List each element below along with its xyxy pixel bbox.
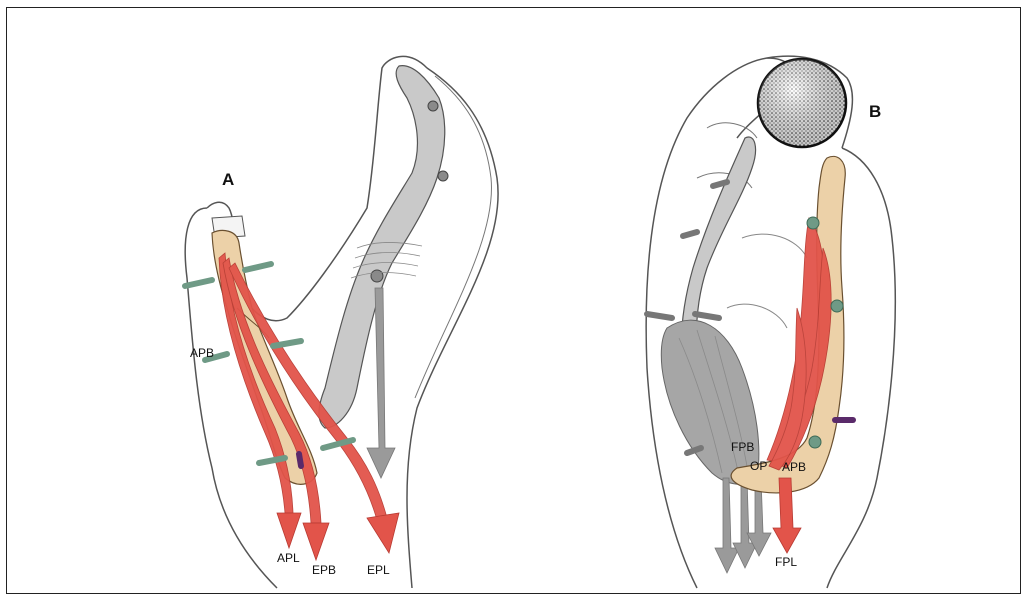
panel-b-apb-label: APB	[782, 460, 806, 474]
panel-a-apl-label: APL	[277, 551, 300, 565]
panel-b-op-label: OP	[750, 459, 767, 473]
panel-a-apb-label: APB	[190, 346, 214, 360]
panel-a-epl-label: EPL	[367, 563, 390, 577]
figure-frame: A B APB APL EPB EPL FPB OP APB FPL	[6, 7, 1021, 594]
panel-a-purple-pin	[299, 454, 301, 466]
anatomy-illustration	[7, 8, 1021, 594]
panel-a-epb-label: EPB	[312, 563, 336, 577]
panel-b-drawing	[646, 56, 895, 588]
panel-b-grey-muscle	[661, 320, 759, 484]
panel-a-drawing	[185, 56, 498, 588]
panel-b-fpl-label: FPL	[775, 555, 797, 569]
panel-a-label: A	[222, 170, 234, 190]
panel-b-label: B	[869, 102, 881, 122]
panel-b-fpb-label: FPB	[731, 440, 754, 454]
